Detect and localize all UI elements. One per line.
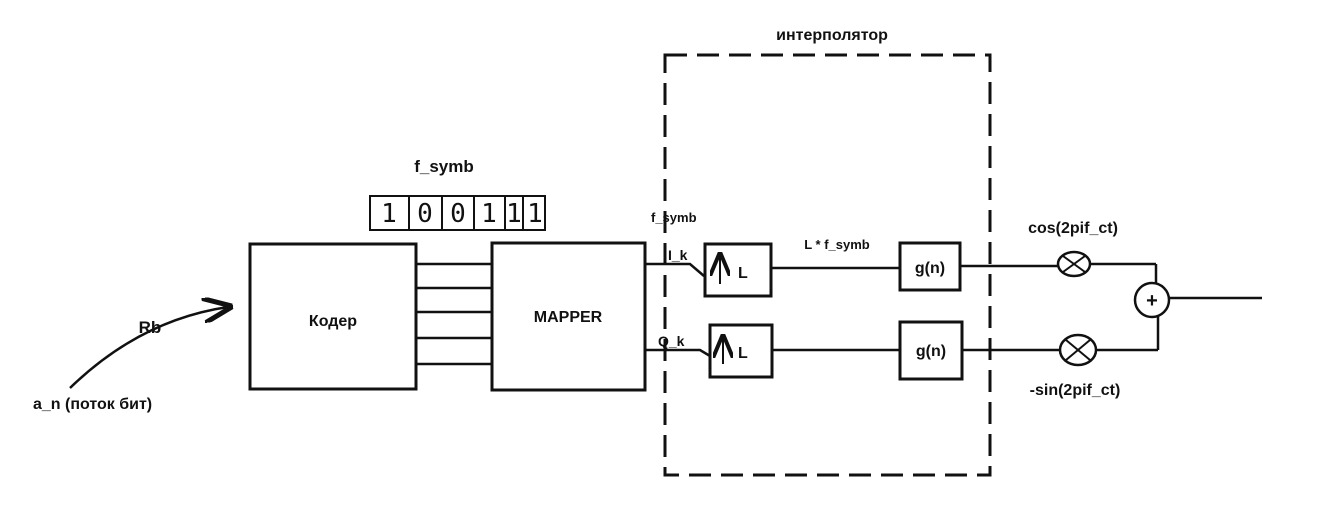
input-stream-label: a_n (поток бит)	[33, 396, 152, 413]
svg-text:L: L	[738, 345, 748, 362]
f-symb-small-label: f_symb	[651, 210, 697, 225]
bit-register: 1 0 0 1 1 1	[369, 195, 546, 231]
sin-carrier-label: -sin(2pif_ct)	[1030, 382, 1121, 399]
cos-carrier-label: cos(2pif_ct)	[1028, 220, 1118, 237]
i-branch-label: I_k	[668, 247, 688, 263]
q-filter-block: g(n)	[898, 320, 964, 381]
mapper-label: MAPPER	[534, 309, 603, 326]
q-mixer-icon	[1058, 333, 1098, 367]
i-mixer-icon	[1056, 250, 1092, 278]
bits-rate-label: f_symb	[414, 157, 474, 176]
mapper-block	[490, 241, 647, 392]
parallel-bus	[416, 262, 492, 366]
q-upsampler-block: L	[708, 323, 774, 379]
bit-5: 1	[527, 199, 543, 229]
bit-4: 1	[506, 199, 522, 229]
input-stream-arrow	[69, 307, 228, 389]
bit-1: 0	[417, 199, 433, 229]
bit-0: 1	[381, 199, 397, 229]
i-upsampler-block: L	[703, 242, 773, 298]
adder-icon: +	[1133, 281, 1171, 319]
q-branch-wires	[645, 316, 1160, 358]
bit-3: 1	[481, 199, 497, 229]
svg-text:g(n): g(n)	[915, 260, 945, 277]
i-filter-block: g(n)	[898, 241, 962, 292]
rate-label: Rb	[139, 318, 162, 337]
i-branch-wires	[645, 262, 1158, 285]
q-branch-label: Q_k	[658, 333, 685, 349]
upsampled-rate-label: L * f_symb	[804, 237, 870, 252]
svg-text:L: L	[738, 265, 748, 282]
interpolator-label: интерполятор	[776, 27, 888, 44]
svg-text:+: +	[1146, 290, 1158, 312]
svg-text:g(n): g(n)	[916, 343, 946, 360]
coder-block	[248, 242, 418, 391]
coder-label: Кодер	[309, 313, 357, 330]
bit-2: 0	[450, 199, 466, 229]
